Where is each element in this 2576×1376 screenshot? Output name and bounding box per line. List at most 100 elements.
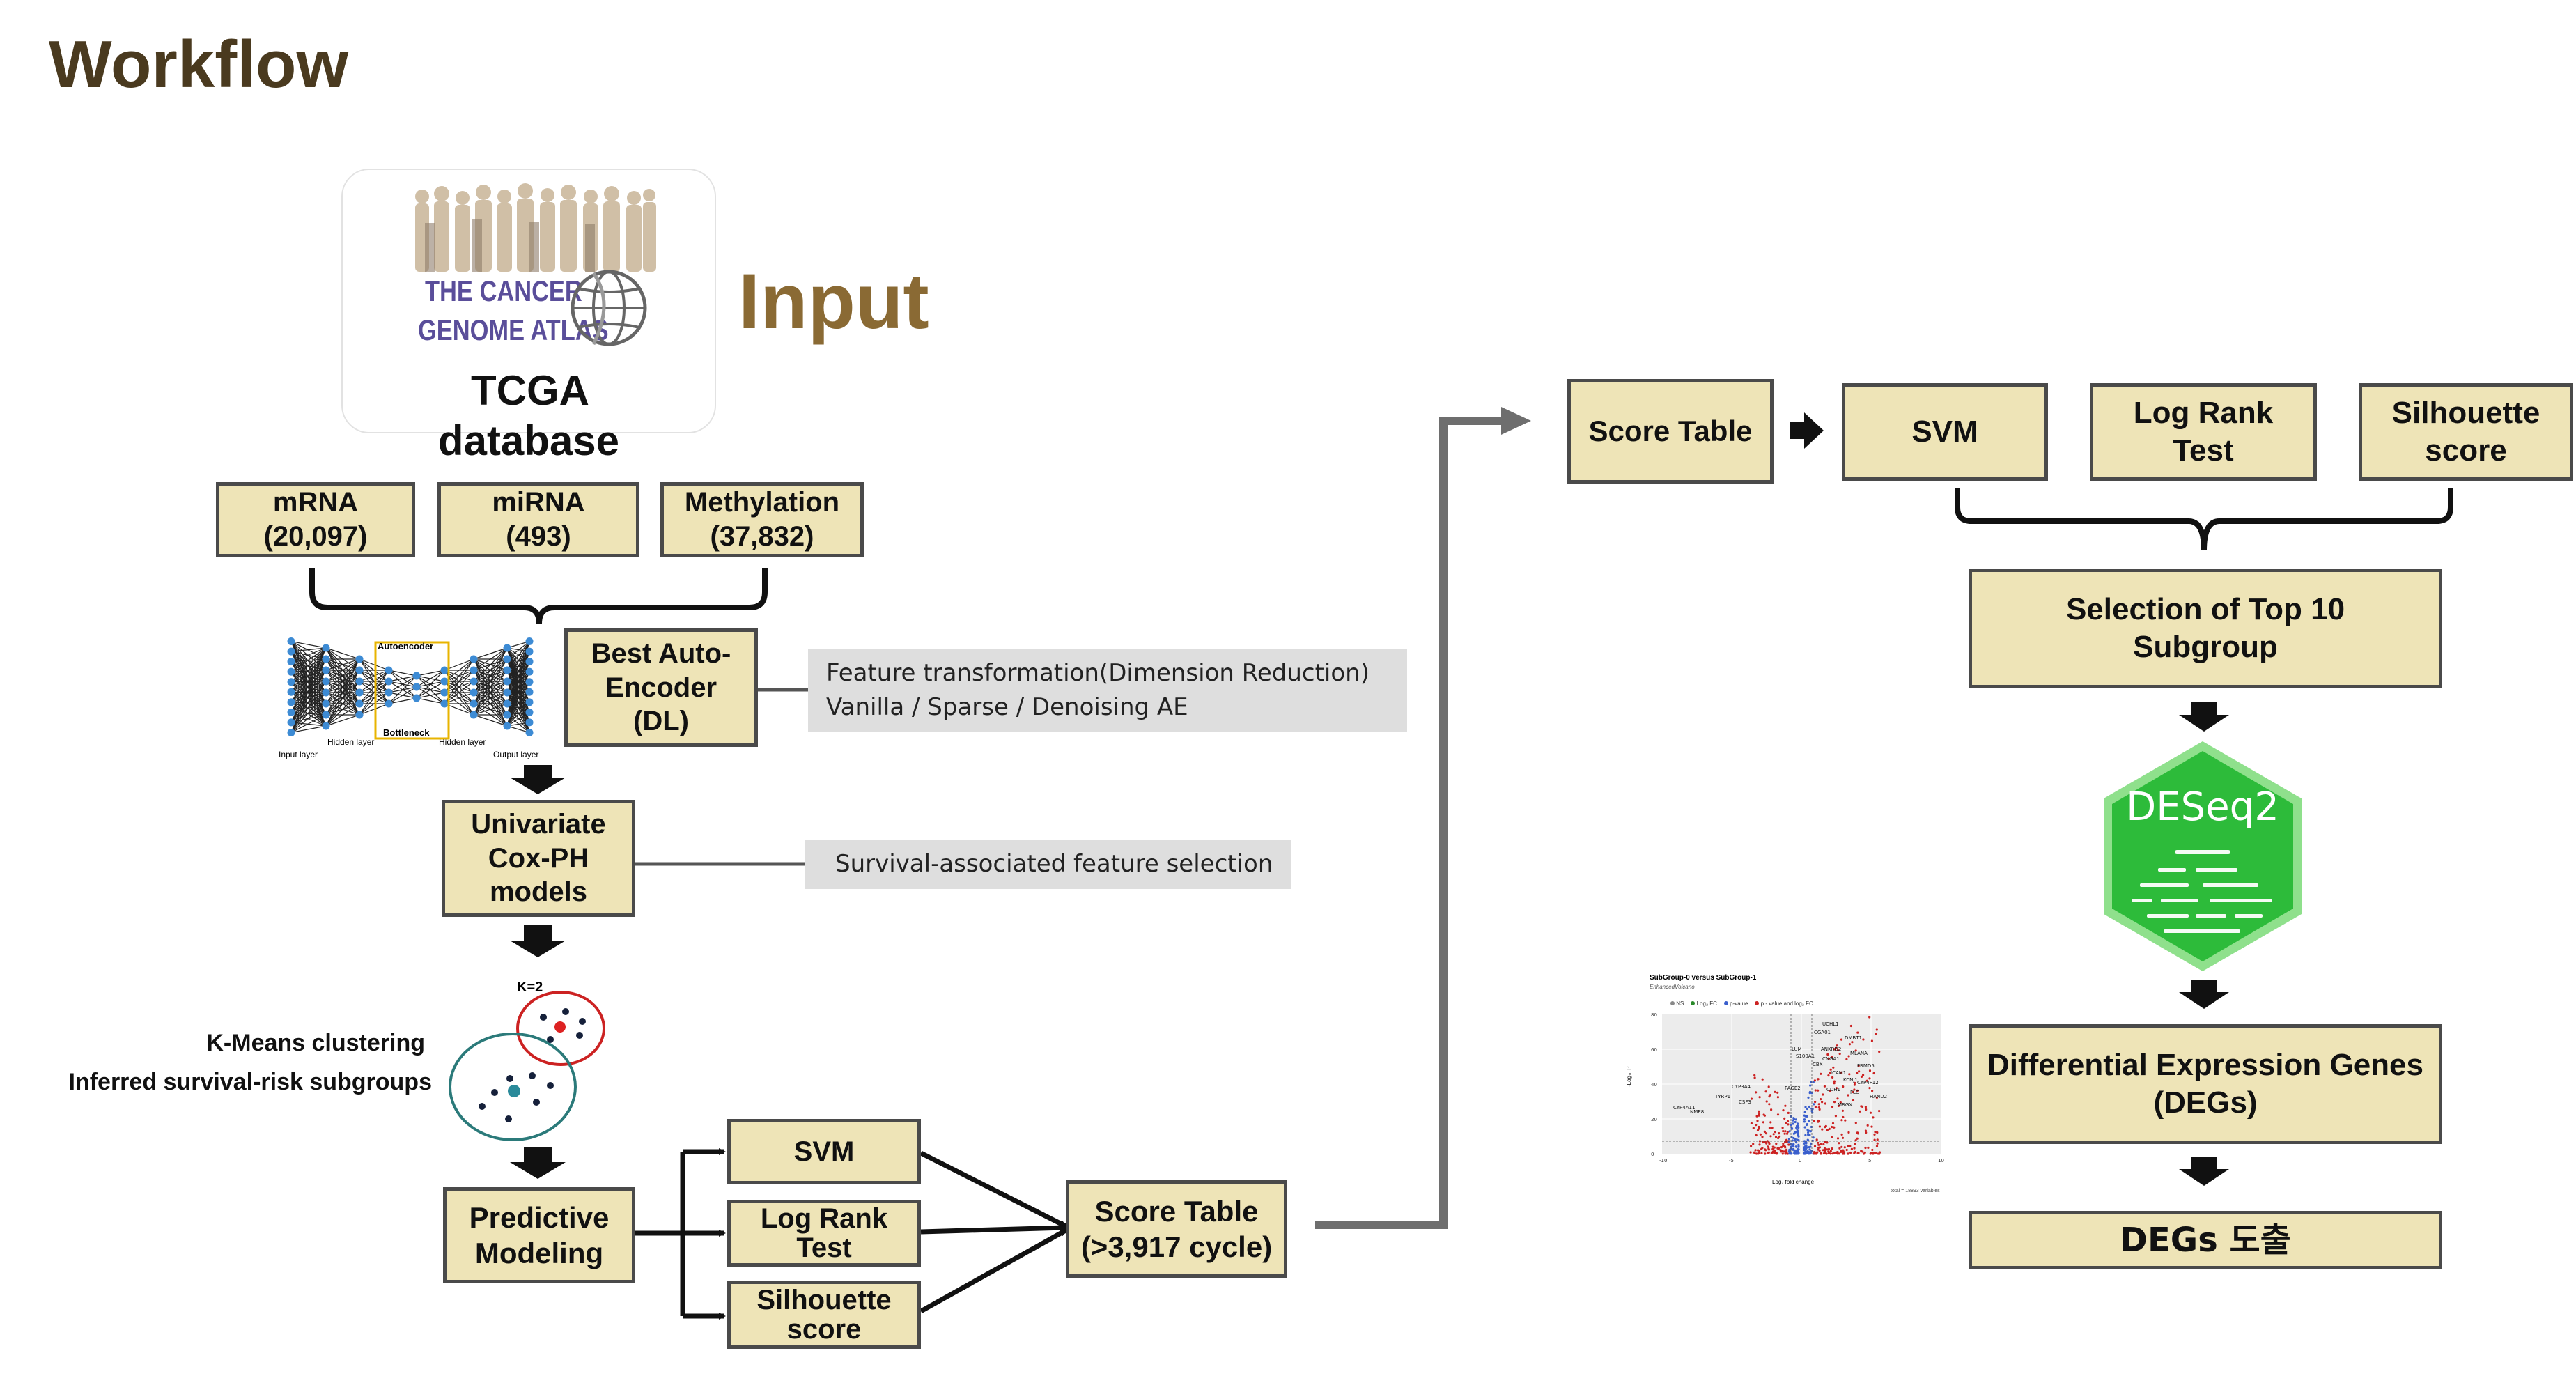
down-arrow-r3 <box>2179 1157 2229 1186</box>
volcano-point <box>1831 1106 1834 1108</box>
degs-line: (DEGs) <box>2153 1085 2258 1120</box>
volcano-point <box>1813 1152 1817 1155</box>
legend-log2fc: Log₂ FC <box>1691 1000 1717 1007</box>
volcano-point <box>1756 1129 1760 1131</box>
volcano-point <box>1803 1142 1806 1145</box>
volcano-point <box>1792 1148 1794 1151</box>
volcano-point <box>1822 1149 1824 1152</box>
volcano-point <box>1834 1115 1837 1118</box>
volcano-point <box>1831 1056 1833 1058</box>
ae-edge <box>473 714 508 727</box>
volcano-point <box>1828 1127 1831 1130</box>
ae-edge <box>506 658 530 693</box>
volcano-point <box>1785 1148 1788 1151</box>
volcano-point <box>1809 1084 1812 1087</box>
ae-node <box>287 728 295 736</box>
volcano-point <box>1792 1143 1795 1146</box>
volcano-point <box>1829 1068 1832 1071</box>
ae-node <box>355 688 364 697</box>
ae-edge <box>416 670 445 677</box>
volcano-gene-label: CDH1 <box>1826 1087 1840 1092</box>
omics-box-mirna: miRNA (493) <box>437 482 639 557</box>
volcano-point <box>1767 1141 1770 1144</box>
kmeans-line-1: K-Means clustering <box>206 1030 425 1056</box>
ae-node <box>525 637 534 646</box>
ae-node <box>355 666 364 674</box>
volcano-point <box>1848 1043 1851 1046</box>
ae-edge <box>290 647 327 733</box>
volcano-point <box>1836 1044 1838 1047</box>
volcano-point <box>1831 1152 1834 1155</box>
ae-edge <box>473 647 508 716</box>
volcano-point <box>1853 1088 1856 1091</box>
ae-edge <box>290 651 327 671</box>
method-box-svm-left: SVM <box>727 1119 921 1184</box>
volcano-point <box>1822 1143 1825 1145</box>
volcano-point <box>1853 1083 1856 1086</box>
ae-edge <box>290 725 327 734</box>
ae-edge <box>506 691 530 727</box>
people-silhouettes <box>411 181 656 272</box>
volcano-point <box>1852 1090 1854 1094</box>
volcano-point <box>1775 1143 1778 1145</box>
volcano-point <box>1778 1132 1780 1135</box>
volcano-point <box>1817 1141 1820 1144</box>
volcano-point <box>1876 1138 1879 1141</box>
volcano-point <box>1821 1101 1824 1104</box>
down-arrow-2 <box>510 925 566 957</box>
volcano-point <box>1805 1141 1808 1144</box>
ae-edge <box>506 725 530 734</box>
ae-node <box>322 688 330 697</box>
volcano-point <box>1774 1150 1776 1152</box>
volcano-point <box>1857 1152 1860 1154</box>
volcano-point <box>1813 1120 1815 1122</box>
volcano-point <box>1768 1103 1771 1106</box>
volcano-point <box>1815 1138 1818 1141</box>
volcano-point <box>1875 1028 1878 1031</box>
ae-node <box>287 698 295 706</box>
volcano-point <box>1809 1145 1812 1148</box>
ae-edge <box>506 641 530 671</box>
ae-node <box>355 655 364 663</box>
ae-node <box>322 677 330 686</box>
ae-edge <box>290 691 327 727</box>
ae-edge <box>416 670 445 688</box>
method-label: score <box>2425 433 2507 467</box>
down-arrow-1 <box>510 765 566 794</box>
volcano-point <box>1774 1090 1776 1093</box>
cox-box-line: Cox-PH <box>488 842 589 874</box>
converge-arrow-3 <box>920 1228 1067 1314</box>
volcano-point <box>1776 1096 1779 1099</box>
ae-node <box>470 666 478 674</box>
volcano-point <box>1803 1140 1806 1143</box>
ae-edge <box>290 651 327 682</box>
ae-edge <box>506 651 530 727</box>
volcano-point <box>1788 1151 1792 1154</box>
volcano-point <box>1831 1136 1833 1138</box>
volcano-point <box>1870 1152 1872 1154</box>
ae-edge <box>290 692 327 733</box>
volcano-point <box>1835 1087 1838 1090</box>
method-box-logrank-right: Log Rank Test <box>2090 383 2317 481</box>
degs-final-label: DEGs 도출 <box>2120 1220 2291 1260</box>
volcano-point <box>1847 1094 1849 1097</box>
ae-node <box>287 667 295 676</box>
method-label: SVM <box>793 1136 855 1167</box>
volcano-point <box>1869 1111 1872 1114</box>
ae-edge <box>416 692 445 699</box>
volcano-point <box>1844 1119 1847 1122</box>
ae-edge <box>473 670 508 716</box>
volcano-point <box>1755 1124 1758 1127</box>
volcano-point <box>1750 1145 1753 1147</box>
ae-node <box>503 666 511 674</box>
volcano-point <box>1758 1125 1760 1129</box>
volcano-point <box>1786 1131 1789 1134</box>
ae-edge <box>290 647 327 663</box>
volcano-point <box>1872 1116 1875 1119</box>
volcano-point <box>1776 1091 1779 1094</box>
volcano-point <box>1783 1145 1787 1148</box>
volcano-point <box>1785 1122 1787 1124</box>
volcano-point <box>1827 1147 1831 1150</box>
volcano-point <box>1781 1152 1784 1155</box>
ae-node <box>440 699 449 708</box>
